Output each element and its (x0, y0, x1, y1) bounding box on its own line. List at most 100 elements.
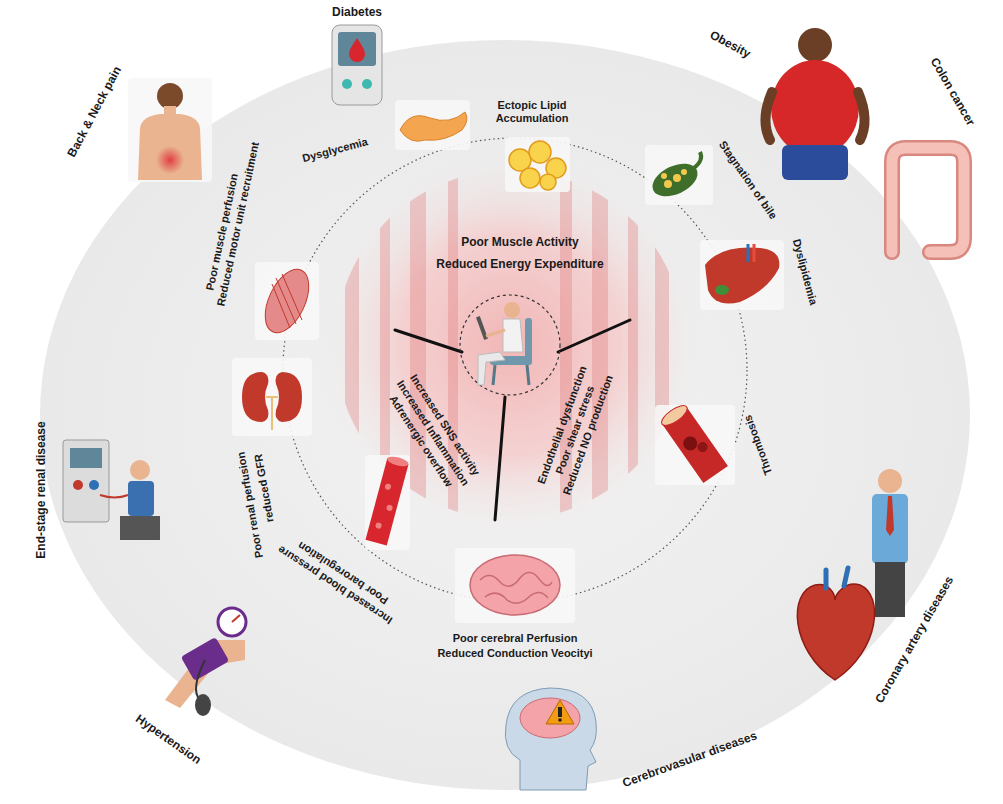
blood-vessel-icon-part-part (366, 459, 409, 546)
dialysis-figure-part (73, 480, 83, 490)
divider-lines (395, 320, 630, 520)
back-pain-figure-part (128, 78, 212, 182)
mechanism-label: Reduced Energy Expenditure (436, 258, 603, 272)
obese-man-figure-part (771, 60, 859, 156)
effect-label: Reduced Conduction Veocityi (437, 647, 592, 660)
effect-label: Stagnation of bile (716, 139, 779, 222)
blood-pressure-cuff-part (195, 694, 211, 716)
kidney-icon-part (266, 397, 278, 430)
gallbladder-icon-part (681, 169, 687, 175)
blood-pressure-cuff-part (232, 615, 240, 622)
doctor-heart-figure-part (797, 584, 874, 680)
fat-cells-icon (505, 137, 570, 192)
sitting-person-part (503, 319, 523, 352)
head-stroke-figure-part (546, 700, 574, 724)
head-stroke-figure-part (505, 688, 596, 790)
central-disk-part-part (592, 160, 608, 540)
gallbladder-icon-part (645, 145, 713, 205)
fat-cells-icon-part (529, 141, 551, 163)
brain-icon-part (455, 548, 575, 623)
blood-vessel-icon-part-part (386, 504, 393, 511)
sitting-person-part (527, 365, 529, 385)
muscle-icon-part (272, 274, 302, 328)
liver-icon-part (700, 240, 784, 310)
glucometer-icon-part (332, 25, 382, 105)
disease-label: Colon cancer (927, 56, 977, 129)
sitting-person-part (525, 318, 532, 360)
disease-label: Obesity (707, 29, 752, 62)
blood-pressure-cuff-part (196, 660, 205, 700)
effect-label: Dysglycemia (301, 135, 369, 165)
gallbladder-icon-part (664, 180, 672, 188)
dialysis-figure-part (63, 440, 109, 522)
dialysis-figure-part (128, 481, 154, 516)
dialysis-figure-part (70, 448, 102, 468)
muscle-icon-part (255, 262, 319, 340)
gallbladder-icon-part (661, 173, 667, 179)
muscle-icon (255, 262, 319, 340)
dialysis-figure-part (100, 495, 128, 498)
obese-man-figure-part (798, 28, 832, 62)
gallbladder-icon (645, 145, 713, 205)
pancreas-icon-part (395, 100, 470, 150)
effect-label: Thrombosis (741, 413, 774, 476)
disease-label: Hypertension (133, 712, 204, 767)
brain-icon (455, 548, 575, 623)
sitting-person-part (460, 295, 560, 395)
background-ellipse-part (40, 40, 970, 790)
dotted-ring-part (283, 138, 747, 602)
head-stroke-figure-part (558, 707, 562, 717)
divider-lines-part (558, 320, 630, 352)
gallbladder-icon-part (694, 152, 701, 168)
doctor-heart-figure (797, 469, 908, 680)
blood-vessel-icon-part (366, 455, 410, 546)
doctor-heart-figure-part (886, 496, 894, 536)
back-pain-figure-part (157, 83, 183, 109)
effect-label: Poor cerebral Perfusion (453, 632, 578, 645)
back-pain-figure-part (138, 114, 202, 180)
back-pain-figure (128, 78, 212, 182)
glucometer-icon-part (338, 32, 376, 66)
divider-lines-part (395, 330, 462, 352)
central-disk-part-part (410, 160, 426, 540)
thrombosis-vessel-part-part (680, 434, 699, 453)
blood-vessel-icon-part-part (375, 522, 382, 529)
mechanism-label: Poor Muscle Activity (461, 236, 579, 250)
sitting-person-part (478, 352, 505, 385)
dialysis-figure (63, 440, 160, 540)
dialysis-figure-part (89, 480, 99, 490)
dotted-ring (283, 138, 747, 602)
gallbladder-icon-part (647, 157, 702, 203)
back-pain-figure-part (156, 146, 184, 174)
disease-label: Diabetes (332, 6, 382, 20)
blood-vessel-icon-part (365, 455, 410, 550)
effect-label: Increased blood pressure (275, 543, 394, 627)
doctor-heart-figure-part (872, 494, 908, 564)
thrombosis-vessel-part-part (696, 440, 710, 454)
kidney-icon-part (242, 372, 268, 422)
doctor-heart-figure-part (878, 469, 902, 493)
brain-icon-part (470, 555, 560, 615)
liver-icon-part (705, 248, 779, 304)
brain-icon-part (485, 592, 548, 603)
head-stroke-figure-part (558, 718, 562, 722)
blood-pressure-cuff-part (181, 637, 230, 681)
liver-icon-part (747, 244, 750, 262)
colon-icon-part (892, 148, 964, 252)
liver-icon-part (715, 285, 729, 295)
head-stroke-figure (505, 688, 596, 790)
pancreas-icon (395, 100, 470, 150)
head-stroke-figure-part (520, 698, 580, 738)
sitting-person-part (504, 302, 520, 318)
fat-cells-icon-part (520, 168, 540, 188)
disease-label: Cerebrovasular diseases (621, 729, 759, 791)
muscle-icon-part (256, 263, 317, 340)
doctor-heart-figure-part (826, 568, 848, 588)
kidney-icon (232, 358, 312, 436)
disease-label: Back & Neck pain (65, 64, 124, 159)
obese-man-figure (765, 28, 864, 180)
divider-lines-part (495, 397, 505, 520)
disease-label: End-stage renal disease (35, 421, 49, 558)
